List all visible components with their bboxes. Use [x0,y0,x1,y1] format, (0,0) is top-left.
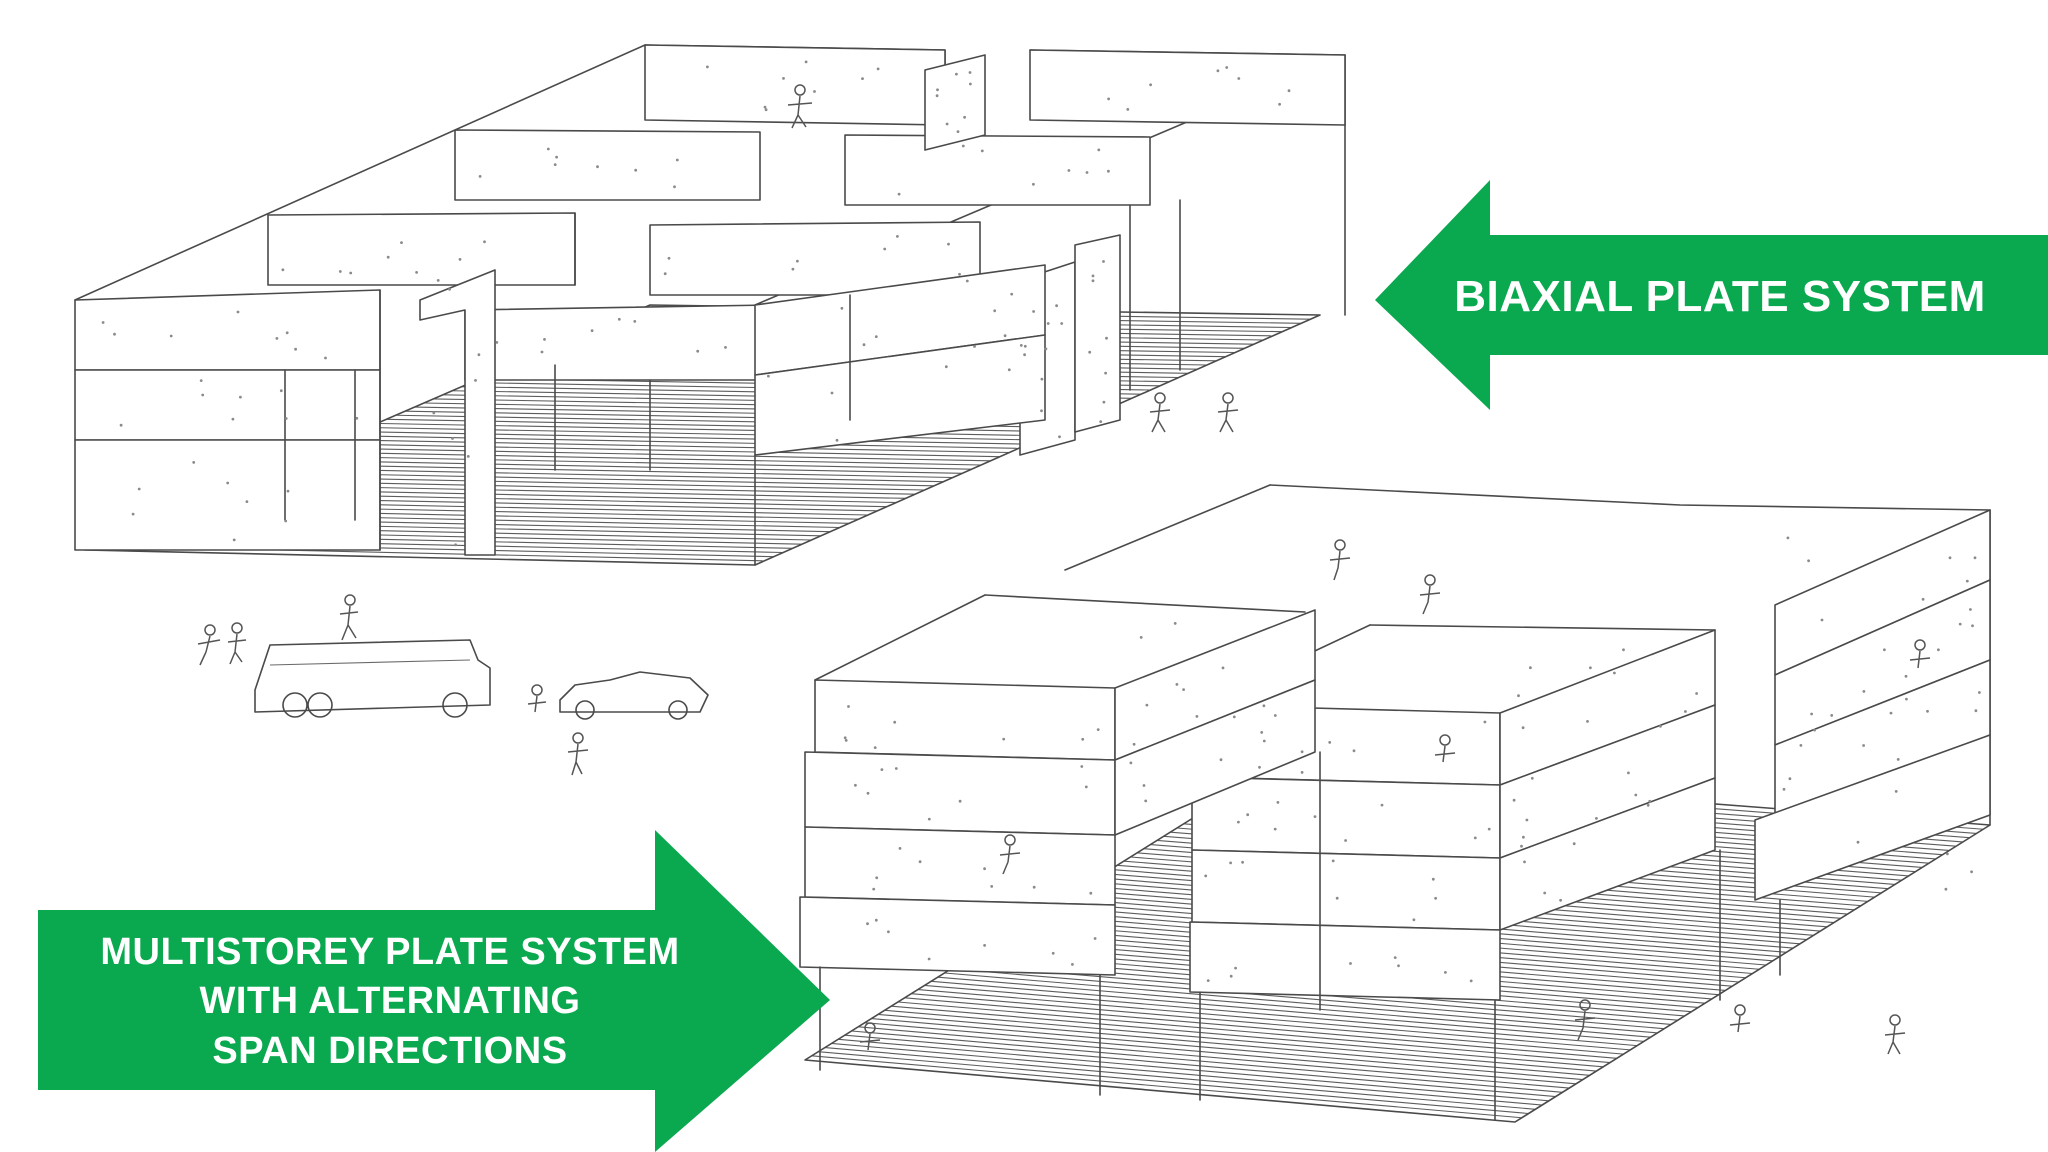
plate-upper-1 [267,212,576,286]
stack-mid-4 [1189,921,1501,1001]
bottom-columns [819,751,1781,1121]
top-columns [284,199,1181,566]
stack-mid-3 [1191,849,1501,931]
shear-wall-4 [924,54,986,151]
plate-front-1 [464,304,771,381]
van-drawing [254,639,491,718]
plate-upper-2 [454,129,761,201]
side-beam-5 [1114,679,1316,836]
arrow-multistorey-right [38,830,830,1152]
shear-wall-1 [419,269,496,556]
stack-left-4 [799,896,1116,976]
people-figures [197,84,1931,1055]
end-wall-left-low [74,439,381,551]
biaxial-plate-building [74,44,1346,566]
stack-left-1 [814,679,1116,761]
side-beam-3 [1499,777,1716,931]
arrow-biaxial-left [1375,180,2048,410]
building-top-floor-outline [84,304,1321,566]
plate-back-top [644,44,946,126]
multistorey-plate-building [799,484,1991,1123]
stack-mid-2 [1191,776,1501,859]
multistorey-plate-system-label: MULTISTOREY PLATE SYSTEM WITH ALTERNATIN… [100,931,680,1072]
left-stack-back-edge [984,594,1306,613]
mid-stack-back-edge [1369,624,1716,631]
end-wall-left-mid [74,369,381,441]
car-drawing [559,671,709,720]
roof-edge-back-left [1064,484,1271,571]
stack-left-3 [804,826,1116,906]
biaxial-plate-system-label: BIAXIAL PLATE SYSTEM [1454,272,1986,321]
plate-upper-3 [844,134,1151,206]
plate-back-top-right [1029,49,1346,126]
stack-right-4 [1754,734,1991,901]
stack-left-2 [804,751,1116,836]
roof-edge-left [74,44,646,301]
end-wall-left-top [74,289,381,371]
shear-wall-3 [1074,234,1121,433]
roof-back-bottom [1269,484,1991,511]
beam-front-low [754,334,1046,456]
left-stack-top-edge [814,594,986,681]
